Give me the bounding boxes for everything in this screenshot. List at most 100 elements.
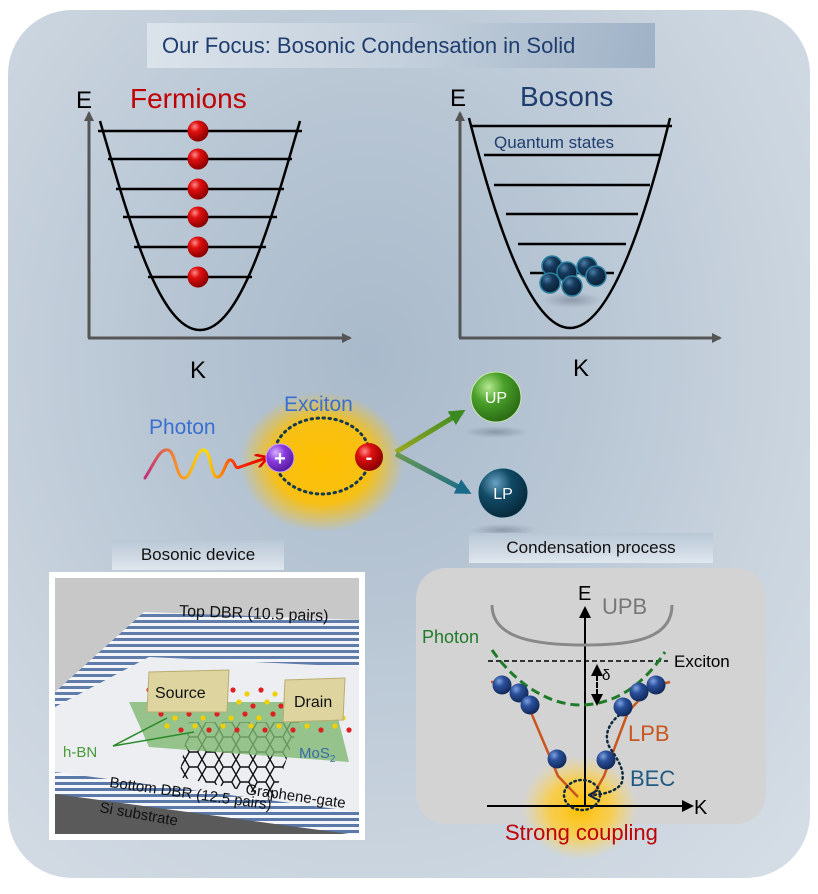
mos2-atom [278, 703, 284, 709]
fermion-particle [187, 206, 209, 228]
electron-symbol: - [366, 447, 373, 469]
electron-particle [355, 443, 383, 471]
mos2-atom [318, 727, 324, 733]
bosons-heading: Bosons [520, 81, 613, 112]
relaxation-path [590, 708, 630, 795]
strong-coupling-label: Strong coupling [505, 820, 658, 845]
polariton-particle [629, 682, 649, 702]
bec-label: BEC [630, 766, 675, 791]
device-illustration: Top DBR (10.5 pairs) Source Drain h-BN M… [49, 572, 365, 840]
mos2-atom [178, 727, 184, 733]
mos2-atom [214, 711, 220, 717]
exciton-polariton-scheme: Exciton Photon + - UP LP [143, 371, 535, 536]
mos2-atom [272, 691, 278, 697]
top-dbr-label: Top DBR (10.5 pairs) [179, 603, 329, 625]
mos2-atom [244, 691, 250, 697]
mos2-atom [200, 715, 206, 721]
boson-particle [539, 272, 561, 294]
fermion-particle [187, 148, 209, 170]
upper-polariton-sphere [470, 371, 522, 423]
mos2-atom [230, 687, 236, 693]
polariton-particle [492, 675, 512, 695]
exciton-label: Exciton [284, 393, 353, 416]
cond-photon-label: Photon [422, 627, 479, 647]
up-shadow [464, 426, 528, 438]
bosons-dispersion-curve [467, 117, 672, 330]
hbn-pointer-2 [112, 731, 195, 747]
photon-wave [143, 448, 266, 480]
upb-label: UPB [602, 594, 647, 619]
condensation-e-label: E [578, 583, 591, 605]
si-substrate-layer [55, 794, 349, 834]
mos2-atom [164, 723, 170, 729]
figure-title: Our Focus: Bosonic Condensation in Solid [147, 23, 655, 68]
mos2-atom [236, 699, 242, 705]
fermion-particle [187, 178, 209, 200]
mos2-atom [276, 723, 282, 729]
detuning-label: δ [602, 667, 610, 684]
boson-particle [585, 265, 607, 287]
mos2-label: MoS2 [299, 745, 336, 765]
source-label: Source [155, 685, 206, 702]
mos2-atom [264, 699, 270, 705]
upper-polariton-label: UP [485, 390, 507, 407]
fermion-particle [187, 266, 209, 288]
mos2-atom [304, 723, 310, 729]
hole-particle [265, 443, 295, 473]
drain-electrode [282, 677, 346, 723]
upb-curve [490, 604, 674, 647]
fermion-particle [187, 236, 209, 258]
mos2-atom [270, 711, 276, 717]
mos2-atom [332, 723, 338, 729]
mos2-atom [172, 715, 178, 721]
polariton-particle [646, 675, 666, 695]
polariton-particle [547, 749, 567, 769]
mos2-atom [228, 715, 234, 721]
bosons-panel: E Bosons K Quantum states [450, 81, 722, 382]
polariton-particle [520, 695, 540, 715]
hbn-label: h-BN [63, 744, 97, 761]
mos2-atom [258, 687, 264, 693]
hole-symbol: + [274, 448, 286, 470]
fermions-e-axis-label: E [76, 87, 92, 114]
arrow-to-up [394, 409, 466, 455]
condensation-k-label: K [694, 797, 708, 819]
photon-dispersion [490, 649, 667, 707]
bosons-e-axis-label: E [450, 85, 466, 112]
source-electrode [146, 669, 230, 713]
mos2-atom [256, 715, 262, 721]
mos2-atom [220, 723, 226, 729]
fermion-particle [187, 120, 209, 142]
lower-polariton-label: LP [493, 486, 513, 503]
mos2-atom [186, 711, 192, 717]
mos2-atom [234, 727, 240, 733]
polariton-particle [613, 697, 633, 717]
fermions-k-axis-label: K [190, 357, 206, 384]
quantum-states-label: Quantum states [494, 133, 614, 152]
fermions-panel: E Fermions K [76, 83, 352, 384]
mos2-atom [250, 703, 256, 709]
mos2-atom [158, 711, 164, 717]
bosons-k-axis-label: K [573, 355, 589, 382]
strong-coupling-glow [522, 756, 638, 860]
lower-polariton-sphere [477, 467, 529, 519]
boson-particle [561, 275, 583, 297]
mos2-atom [346, 727, 352, 733]
bec-ring [562, 778, 602, 812]
photon-label: Photon [149, 416, 216, 439]
polariton-particle [596, 750, 616, 770]
drain-label: Drain [294, 694, 332, 711]
condensation-heading: Condensation process [469, 533, 713, 563]
mos2-atom [206, 727, 212, 733]
fermions-heading: Fermions [130, 83, 247, 114]
mos2-atom [192, 723, 198, 729]
mos2-atom [242, 711, 248, 717]
arrow-to-lp [394, 451, 472, 495]
polariton-particle [509, 683, 529, 703]
mos2-atom [290, 727, 296, 733]
exciton-glow [240, 392, 404, 532]
mos2-atom [262, 727, 268, 733]
mos2-atom [248, 723, 254, 729]
